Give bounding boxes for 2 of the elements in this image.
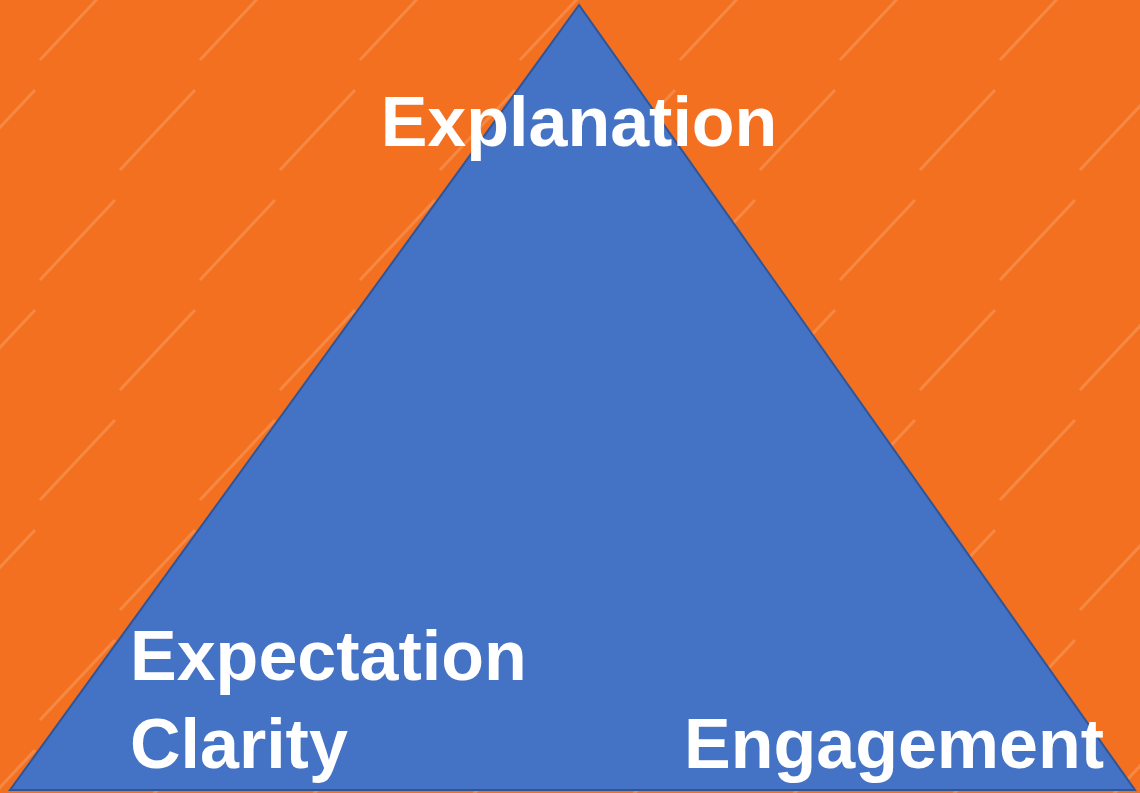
left-corner-label: Expectation Clarity [130,616,528,785]
right-corner-label: Engagement [684,704,1106,785]
